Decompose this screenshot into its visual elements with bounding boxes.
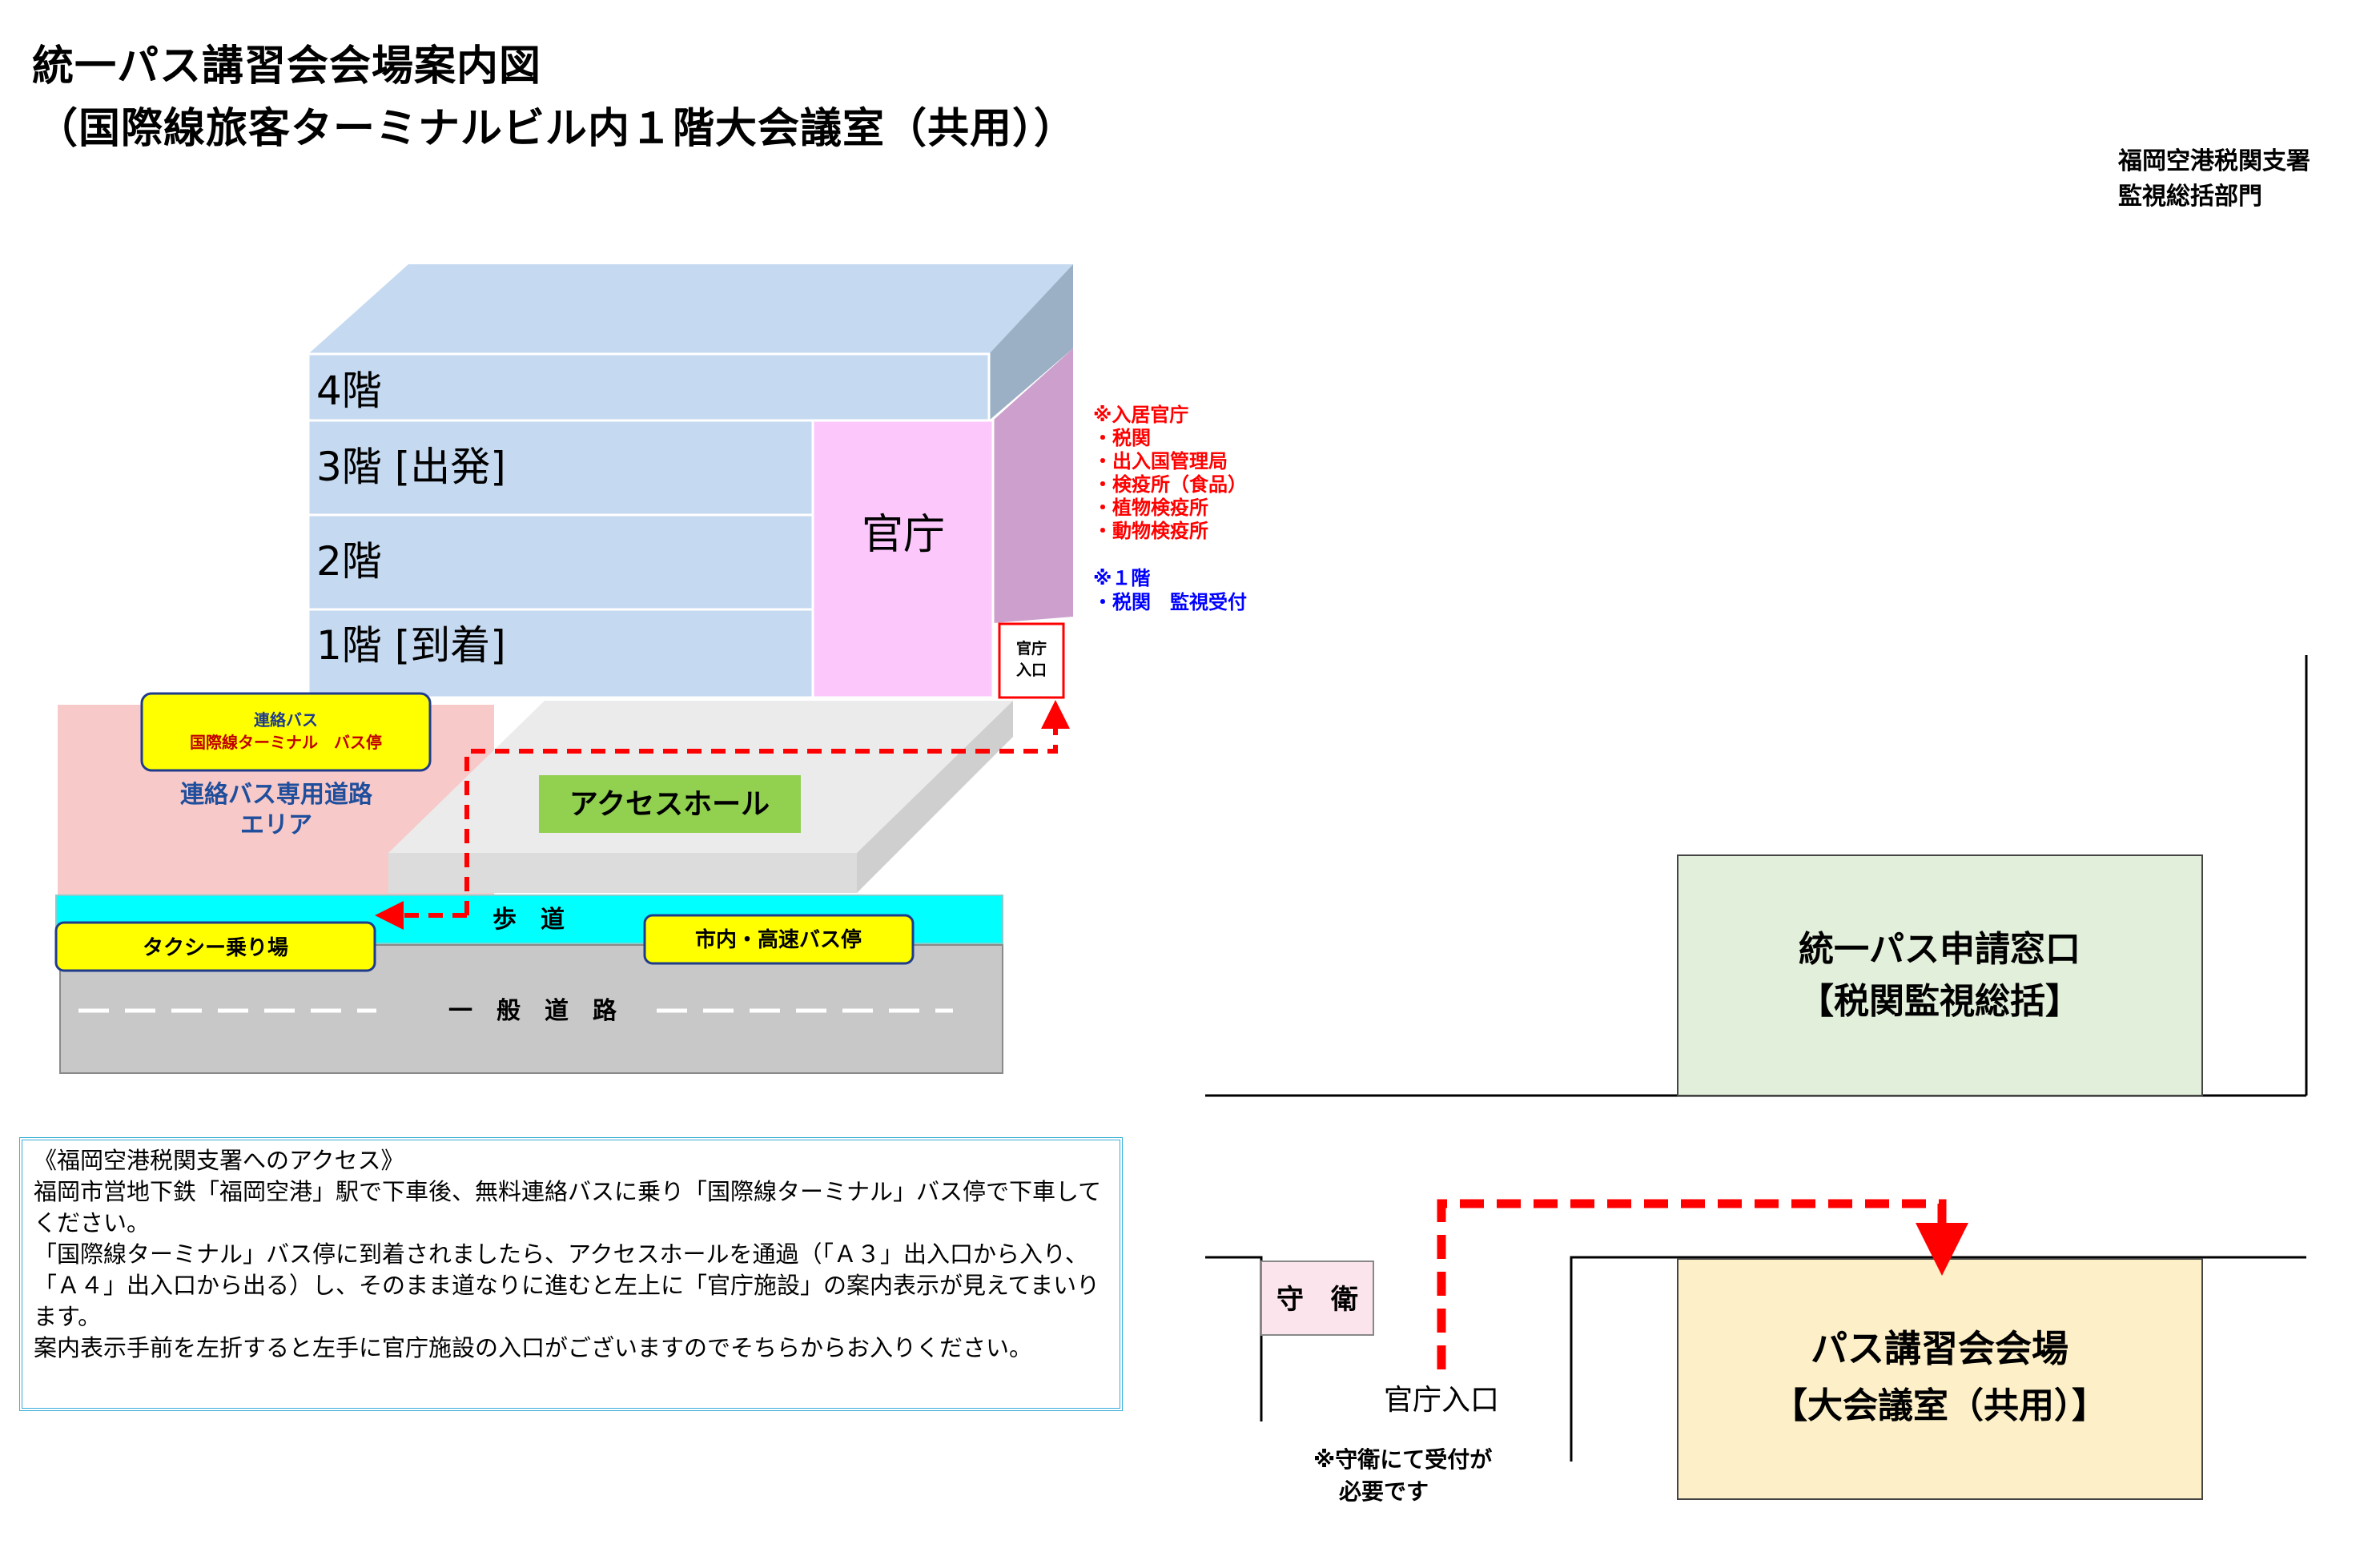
floor-4-band	[307, 352, 991, 422]
floor-3-label: 3階 [出発]	[316, 444, 506, 490]
floor-4-label: 4階	[316, 368, 382, 414]
floor-1-band	[307, 608, 814, 699]
wall-lower-corridor	[1570, 1256, 2306, 1462]
bus-stop-box	[140, 692, 432, 772]
floor-1-label: 1階 [到着]	[316, 622, 506, 669]
access-hall-label-box	[539, 775, 801, 833]
city-bus-stop-label: 市内・高速バス停	[695, 927, 862, 952]
tenant-item: ・植物検疫所	[1093, 497, 1208, 519]
access-info-box: 《福岡空港税関支署へのアクセス》 福岡市営地下鉄「福岡空港」駅で下車後、無料連絡…	[19, 1137, 1123, 1411]
first-floor-note-item: ・税関 監視受付	[1093, 591, 1247, 613]
pass-window-line2: 【税関監視総括】	[1799, 981, 2080, 1022]
pass-seminar-venue	[1677, 1258, 2203, 1500]
government-label: 官庁	[862, 511, 945, 559]
page-subtitle: （国際線旅客ターミナルビル内１階大会議室（共用））	[36, 105, 1077, 153]
access-hall-front-face	[388, 853, 857, 893]
floor-2-band	[307, 513, 814, 611]
guard-room	[1260, 1261, 1374, 1336]
access-paragraph-2: 「国際線ターミナル」バス停に到着されましたら、アクセスホールを通過（「Ａ３」出入…	[34, 1240, 1100, 1330]
tenant-item: ・検疫所（食品）	[1093, 473, 1247, 496]
issuer-section: 監視総括部門	[2118, 183, 2262, 211]
gov-entrance-box-line2: 入口	[1016, 661, 1047, 679]
pass-application-window	[1677, 854, 2203, 1096]
taxi-stand-label: タクシー乗り場	[143, 936, 288, 960]
city-bus-stop-box	[643, 914, 915, 965]
tenant-item: ・出入国管理局	[1093, 450, 1228, 472]
tenant-item: ・動物検疫所	[1093, 520, 1208, 542]
guard-note-line1: ※守衛にて受付が	[1313, 1446, 1492, 1473]
venue-line1: パス講習会会場	[1811, 1327, 2068, 1370]
pass-window-line1: 統一パス申請窓口	[1799, 929, 2080, 970]
bus-area-line1: 連絡バス専用道路	[180, 781, 373, 809]
access-paragraph-1: 福岡市営地下鉄「福岡空港」駅で下車後、無料連絡バスに乗り「国際線ターミナル」バス…	[34, 1178, 1102, 1236]
government-side-face	[993, 348, 1073, 623]
bus-area-line2: エリア	[240, 811, 312, 839]
government-block	[811, 419, 995, 699]
bus-stop-line1: 連絡バス	[254, 710, 318, 730]
gov-entrance-label: 官庁入口	[1384, 1384, 1499, 1417]
wall-guard-room	[1205, 1256, 1263, 1421]
bus-stop-line2: 国際線ターミナル バス停	[190, 733, 382, 752]
tenant-item: ・税関	[1093, 427, 1151, 449]
guard-note-line2: 必要です	[1339, 1478, 1429, 1505]
venue-line2: 【大会議室（共用）】	[1772, 1385, 2107, 1426]
access-paragraph-3: 案内表示手前を左折すると左手に官庁施設の入口がございますのでそちらからお入りくだ…	[34, 1334, 1033, 1361]
floor-plan: 統一パス申請窓口 【税関監視総括】 守 衛 官庁入口 ※守衛にて受付が 必要です…	[1205, 655, 2308, 1505]
access-hall-label: アクセスホール	[569, 788, 770, 821]
tenants-note-header: ※入居官庁	[1093, 404, 1188, 426]
access-heading: 《福岡空港税関支署へのアクセス》	[34, 1147, 404, 1174]
gov-entrance-box	[998, 622, 1065, 699]
building-right-side-upper	[989, 264, 1073, 420]
terminal-building: 4階 3階 [出発] 2階 1階 [到着] 官庁 官庁 入口	[307, 264, 1073, 699]
walking-route-arrow	[464, 700, 1070, 915]
general-road-label: 一 般 道 路	[448, 997, 617, 1025]
floor-2-label: 2階	[316, 538, 382, 585]
gov-entrance-box-line1: 官庁	[1016, 639, 1047, 657]
issuer-office: 福岡空港税関支署	[2118, 147, 2310, 175]
first-floor-note-header: ※１階	[1093, 567, 1150, 589]
floor-3-band	[307, 419, 814, 517]
tenants-note: ※入居官庁 ・税関 ・出入国管理局 ・検疫所（食品） ・植物検疫所 ・動物検疫所…	[1093, 404, 1247, 613]
taxi-stand-box	[54, 921, 376, 972]
sidewalk-label: 歩 道	[492, 906, 565, 934]
access-hall-side-face	[857, 701, 1013, 893]
guard-label: 守 衛	[1276, 1284, 1358, 1316]
route-to-venue-arrow	[1437, 1199, 1968, 1369]
page-title: 統一パス講習会会場案内図	[32, 42, 542, 90]
ground-level: 一 般 道 路 歩 道 アクセスホール 連絡バス 国際線ターミナル バス停 連絡…	[54, 692, 1070, 1074]
issuer-block: 福岡空港税関支署 監視総括部門	[2118, 144, 2310, 215]
building-top-face	[308, 264, 1073, 354]
